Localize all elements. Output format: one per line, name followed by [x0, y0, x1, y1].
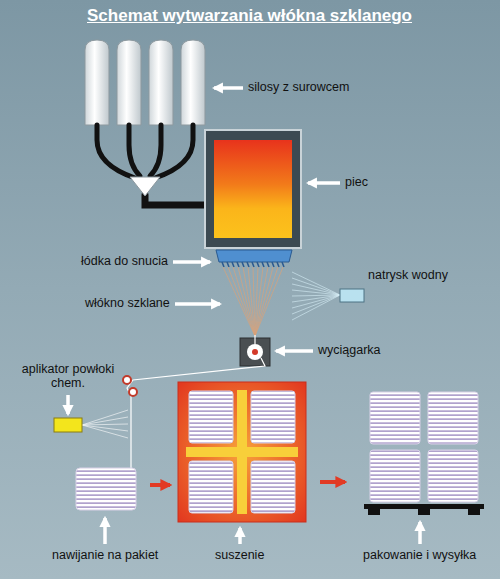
- callout-label: silosy z surowcem: [248, 80, 349, 94]
- callout-label: włókno szklane: [85, 296, 170, 310]
- packed-spools: [370, 392, 478, 502]
- bushing: [216, 250, 292, 262]
- pallet: [364, 504, 484, 515]
- feed-pipes: [97, 125, 207, 205]
- hopper: [130, 177, 160, 196]
- callout-arrows: [68, 88, 420, 544]
- water-spray: [292, 272, 340, 320]
- callout-label: piec: [345, 175, 368, 189]
- callout-label: natrysk wodny: [368, 268, 448, 282]
- callout-label: łódka do snucia: [81, 254, 168, 268]
- glass-fibers: [223, 267, 283, 336]
- coating-spray: [82, 410, 128, 438]
- callout-label: pakowanie i wysyłka: [363, 548, 476, 562]
- furnace: [214, 140, 292, 238]
- drying-oven: [178, 382, 306, 522]
- bushing-tips: [222, 262, 284, 267]
- spray-nozzle: [340, 289, 364, 302]
- callout-label: nawijanie na pakiet: [52, 548, 158, 562]
- guide-roller: [129, 388, 137, 396]
- flow-arrow: [320, 480, 345, 484]
- coating-applicator: [54, 418, 82, 432]
- spool: [76, 468, 136, 510]
- callout-label: aplikator powłoki chem.: [16, 362, 120, 391]
- silos: [85, 40, 205, 125]
- callout-label: wyciągarka: [318, 343, 381, 357]
- flow-arrow: [150, 483, 170, 487]
- callout-label: suszenie: [215, 548, 264, 562]
- furnace-frame: [205, 130, 301, 248]
- title: Schemat wytwarzania włókna szklanego: [87, 6, 412, 26]
- spools: [189, 391, 295, 513]
- guide-roller: [123, 376, 131, 384]
